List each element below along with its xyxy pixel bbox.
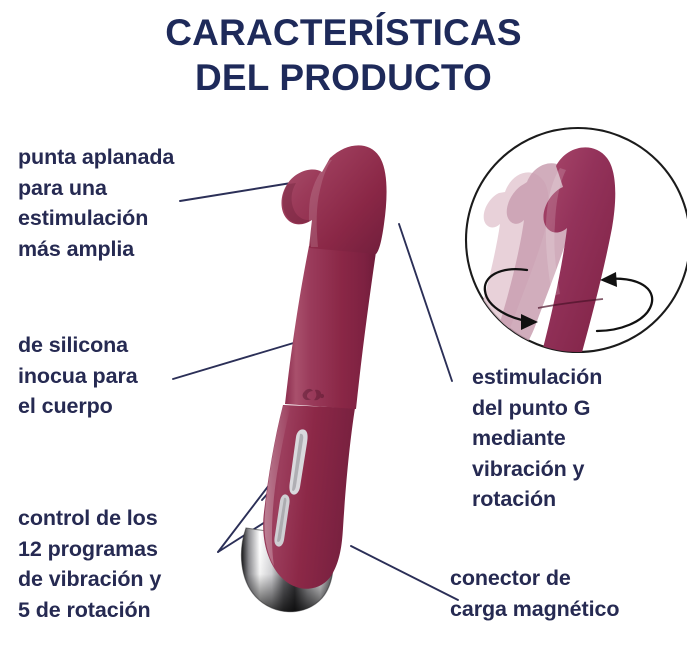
page-title: CARACTERÍSTICAS DEL PRODUCTO (0, 10, 687, 100)
control-buttons[interactable] (274, 429, 308, 547)
product-body (240, 145, 387, 613)
page-title-line-1: CARACTERÍSTICAS (165, 12, 522, 53)
inset-tip-seam (537, 298, 604, 309)
callout-flattened-tip: punta aplanada para una estimulación más… (18, 145, 175, 261)
rotation-arrow-right (595, 277, 654, 333)
rotation-arrow-right-head (600, 272, 617, 287)
callout-gspot-stimulation: estimulación del punto G mediante vibrac… (472, 365, 603, 512)
silicone-shaft (285, 246, 376, 409)
callout-program-control: control de los 12 programas de vibración… (18, 506, 162, 622)
leader-line-gspot (398, 223, 453, 382)
callout-magnetic-charger: conector de carga magnético (450, 566, 620, 621)
satisfyer-logo-mark (302, 388, 325, 401)
control-button-lower-shade (277, 497, 287, 542)
leader-line-connector (350, 545, 459, 601)
rotation-arrow-left (483, 268, 537, 324)
rotation-arrow-left-head (521, 314, 538, 330)
inset-tip-solid (537, 147, 616, 352)
handle-highlight (264, 406, 291, 566)
tip-highlight (308, 160, 332, 247)
flattened-tip (281, 145, 387, 254)
silicone-handle (263, 405, 355, 589)
inset-tip-highlight (545, 168, 566, 296)
tip-bulge-shadow (282, 183, 311, 224)
rotation-arrows (483, 268, 654, 333)
rotation-detail-inset (464, 126, 687, 354)
page-title-line-2: DEL PRODUCTO (194, 57, 493, 99)
callout-body-safe-silicone: de silicona inocua para el cuerpo (18, 333, 138, 419)
control-button-upper-shade (292, 433, 304, 491)
